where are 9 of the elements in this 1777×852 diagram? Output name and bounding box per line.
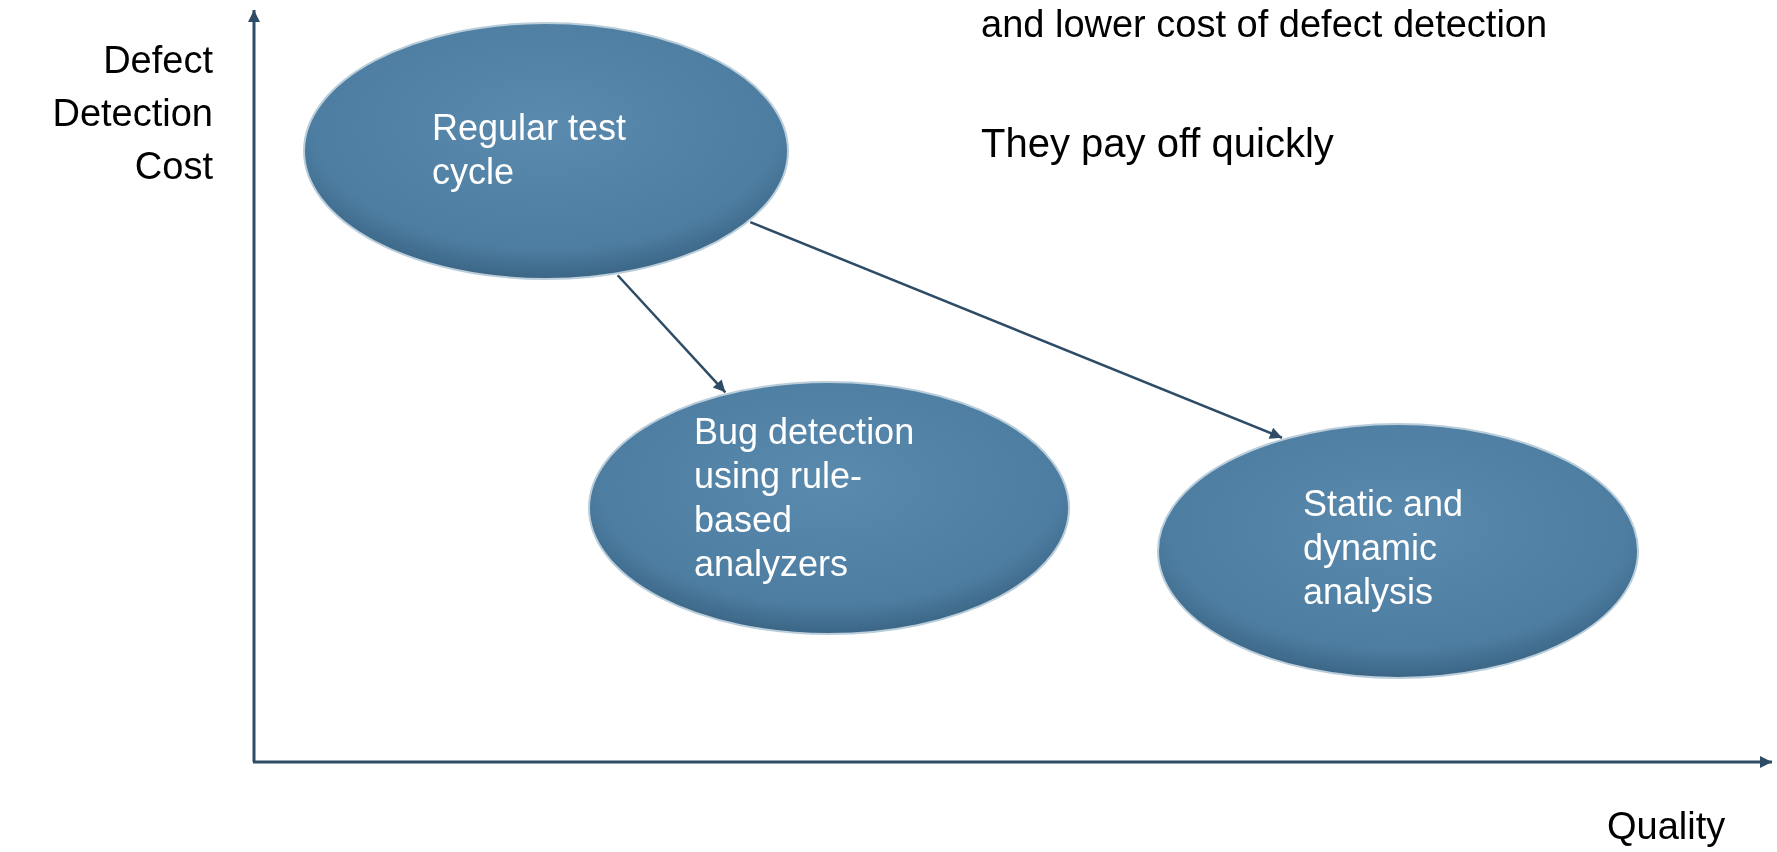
- arrow: [616, 274, 727, 394]
- arrow: [749, 220, 1283, 439]
- axis-title: Defect Detection Cost: [51, 38, 213, 189]
- node-label: Static and dynamic analysis: [1303, 482, 1465, 614]
- node-label: Bug detection using rule-based analyzers: [694, 410, 916, 586]
- note-text: They pay off quickly: [981, 120, 1334, 167]
- axis-title: Quality: [1607, 804, 1726, 849]
- note-text: and lower cost of defect detection: [981, 2, 1548, 46]
- node-label: Regular test cycle: [432, 106, 628, 194]
